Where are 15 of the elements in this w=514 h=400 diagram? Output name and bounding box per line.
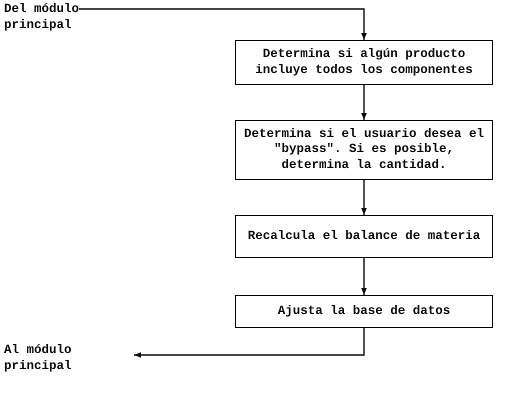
process-box	[235, 120, 493, 180]
process-text: Ajusta la base de datos	[278, 304, 450, 320]
process-text: Determina si el usuario desea el "bypass". Si es posible, determina la cantidad.	[242, 126, 486, 174]
arrow	[361, 180, 367, 215]
arrow	[134, 328, 365, 358]
arrow	[361, 85, 367, 120]
arrow	[79, 8, 367, 40]
flow-endpoint-label: Del módulo principal	[4, 2, 80, 34]
process-text: Determina si algún producto incluye todos los componentes	[254, 46, 474, 78]
process-box	[235, 215, 493, 258]
process-text: Recalcula el balance de materia	[248, 228, 480, 244]
process-box	[235, 295, 493, 328]
arrow	[361, 258, 367, 295]
process-box	[235, 40, 493, 85]
flow-endpoint-label: Al módulo principal	[4, 343, 73, 375]
